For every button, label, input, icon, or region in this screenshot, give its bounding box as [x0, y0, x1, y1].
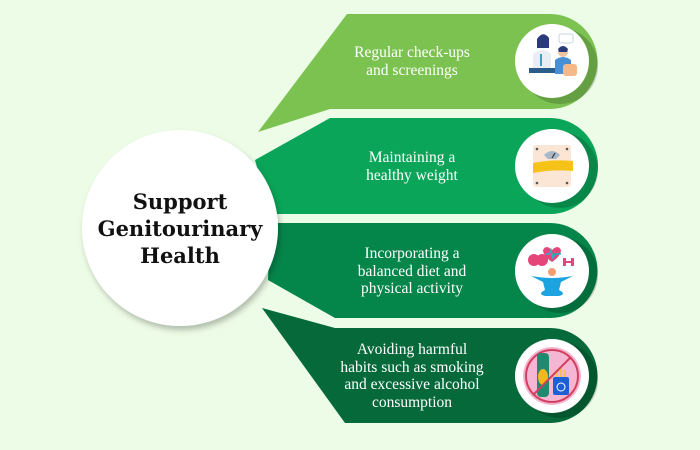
hub-circle: [82, 130, 278, 326]
item-4-line-3: and excessive alcohol: [344, 376, 480, 393]
item-4-line-1: Avoiding harmful: [356, 341, 468, 358]
no-smoking-alcohol-icon: [515, 339, 589, 413]
item-1-line-1: Regular check-ups: [354, 44, 470, 61]
diet-exercise-icon: [515, 234, 589, 308]
item-1-text: Regular check-ups and screenings: [312, 44, 512, 79]
hub-title-line-3: Health: [140, 242, 220, 268]
item-4-text: Avoiding harmful habits such as smoking …: [312, 341, 512, 411]
item-4-line-2: habits such as smoking: [340, 358, 484, 376]
hub-title-line-2: Genitourinary: [97, 215, 263, 241]
band-4-shape: [262, 308, 598, 423]
band-2-shape: [255, 118, 598, 214]
doctor-consultation-icon: [515, 24, 589, 98]
band-1-shape: [258, 14, 598, 132]
item-3-text: Incorporating a balanced diet and physic…: [312, 245, 512, 298]
hub-title-line-1: Support: [132, 188, 228, 214]
item-2-line-2: healthy weight: [366, 166, 458, 184]
hub-title: Support Genitourinary Health: [82, 130, 278, 326]
weight-scale-tape-icon: [515, 129, 589, 203]
band-3-shape: [268, 223, 598, 318]
item-4-line-4: consumption: [371, 393, 453, 411]
item-1-line-2: and screenings: [366, 61, 458, 79]
item-2-line-1: Maintaining a: [368, 149, 456, 166]
item-2-text: Maintaining a healthy weight: [312, 149, 512, 184]
item-3-line-1: Incorporating a: [364, 245, 460, 262]
item-3-line-2: balanced diet and: [357, 262, 467, 280]
item-3-line-3: physical activity: [360, 280, 463, 297]
